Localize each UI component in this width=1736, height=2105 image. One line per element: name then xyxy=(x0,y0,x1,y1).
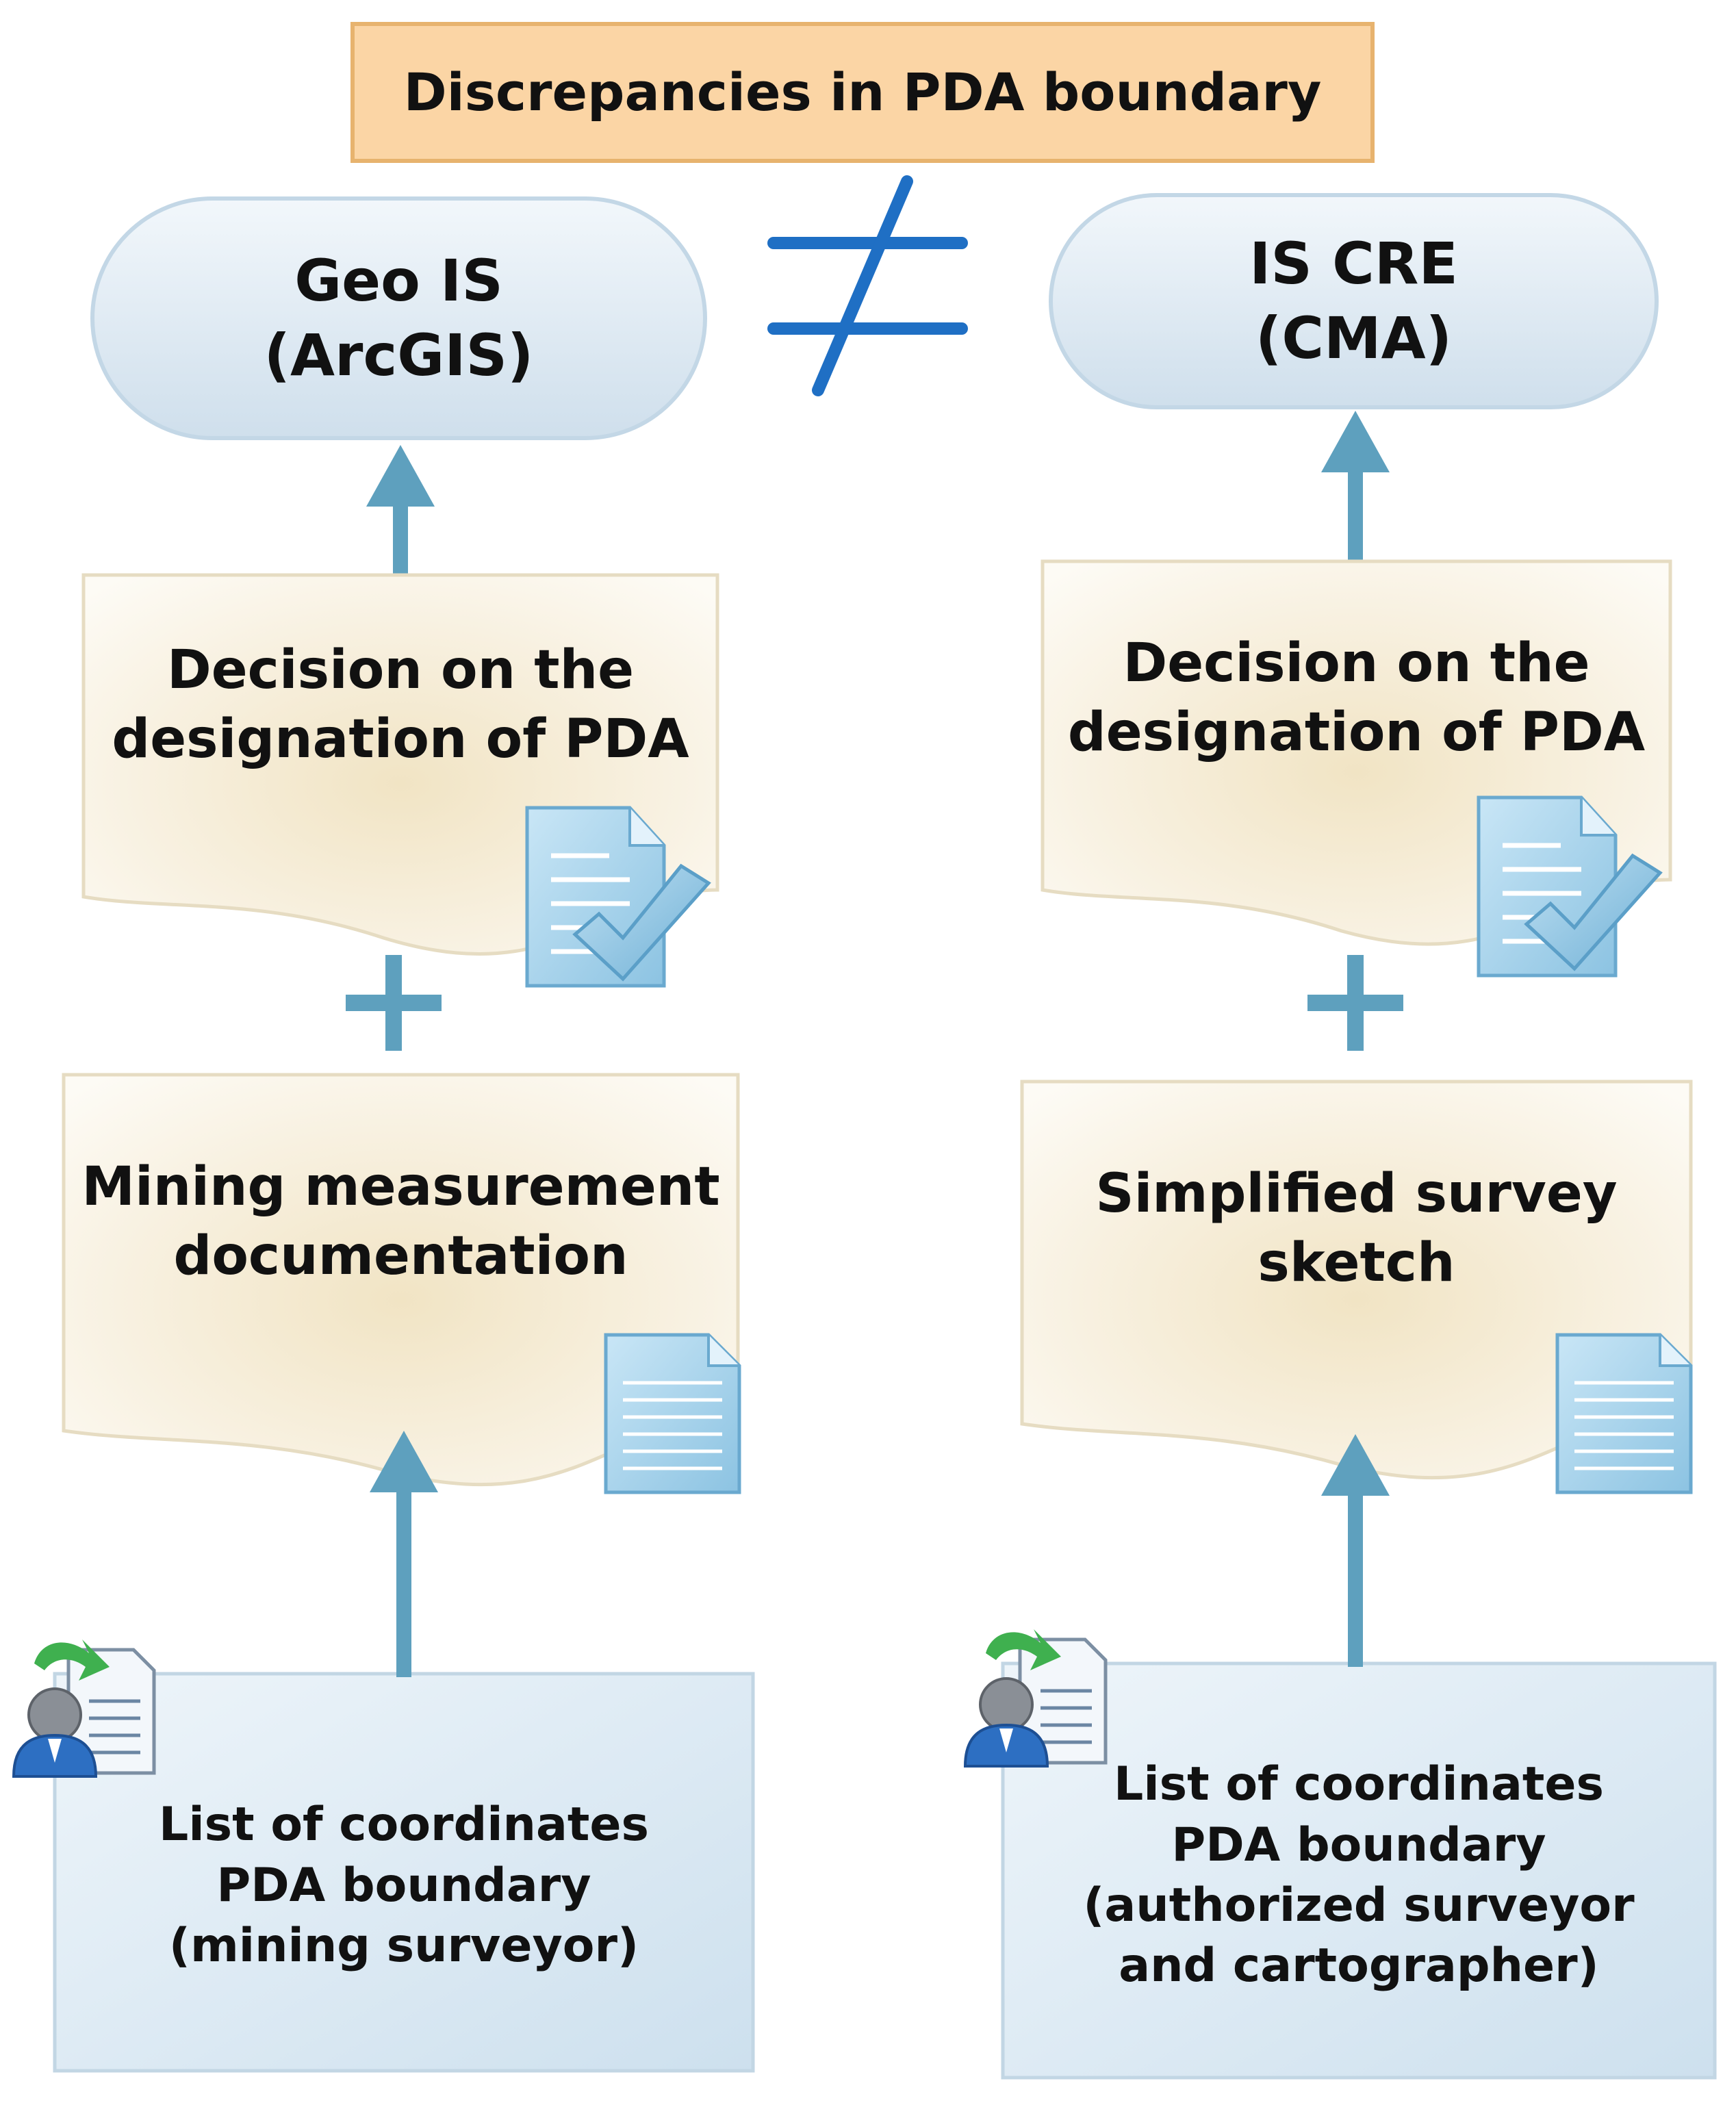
left-system-box xyxy=(90,196,707,440)
document-icon xyxy=(604,1333,741,1494)
right-system-box xyxy=(1049,193,1659,409)
user-document-icon xyxy=(963,1629,1108,1768)
left-upper-arrow xyxy=(366,445,435,578)
not-equal-icon xyxy=(767,175,968,396)
left-documentation-label: Mining measurement documentation xyxy=(81,1156,720,1287)
right-upper-arrow xyxy=(1321,411,1390,567)
right-system-label: IS CRE (CMA) xyxy=(1249,229,1458,372)
title-box xyxy=(350,22,1375,163)
right-coordinates-box xyxy=(1001,1661,1717,2080)
document-icon xyxy=(1555,1333,1693,1494)
document-check-icon xyxy=(525,806,711,988)
right-lower-arrow xyxy=(1321,1434,1390,1667)
document-check-icon xyxy=(1477,795,1663,978)
left-decision-label: Decision on the designation of PDA xyxy=(112,639,689,770)
right-coordinates-label: List of coordinates PDA boundary (author… xyxy=(1083,1757,1635,1993)
right-documentation-label: Simplified survey sketch xyxy=(1095,1162,1618,1294)
plus-icon xyxy=(1307,955,1403,1051)
left-coordinates-label: List of coordinates PDA boundary (mining… xyxy=(159,1798,649,1974)
left-system-label: Geo IS (ArcGIS) xyxy=(264,246,534,389)
left-lower-arrow xyxy=(370,1431,438,1677)
user-document-icon xyxy=(12,1640,156,1778)
left-coordinates-box xyxy=(53,1672,755,2073)
diagram-title: Discrepancies in PDA boundary xyxy=(403,61,1322,123)
right-decision-label: Decision on the designation of PDA xyxy=(1067,632,1646,763)
plus-icon xyxy=(346,955,442,1051)
